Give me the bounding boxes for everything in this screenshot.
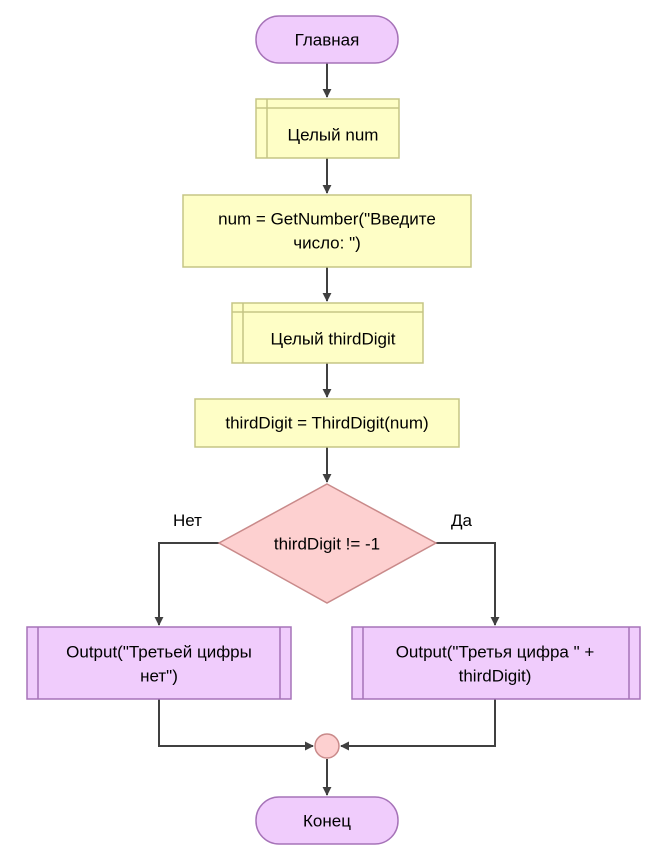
merge-connector[interactable] (314, 733, 340, 759)
declare-num-label: Целый num (288, 126, 379, 145)
assign-third-digit-shape (194, 398, 460, 448)
output-no-shape (26, 626, 292, 700)
edge-output-no-to-connector (158, 699, 314, 751)
output-yes-block[interactable]: Output("Третья цифра " + thirdDigit) (351, 626, 641, 700)
decision-label: thirdDigit != -1 (274, 535, 380, 554)
branch-label-yes: Да (451, 511, 473, 530)
declare-num-shape (255, 98, 400, 159)
end-terminal[interactable]: Конец (255, 796, 399, 845)
output-no-label-line1: Output("Третьей цифры (66, 643, 252, 662)
end-terminal-label: Конец (303, 812, 351, 831)
output-yes-label-line1: Output("Третья цифра " + (396, 643, 595, 662)
edge-decision-no-branch (154, 542, 219, 626)
decision-block[interactable]: thirdDigit != -1 (217, 483, 438, 604)
start-terminal-shape (255, 15, 399, 64)
end-terminal-shape (255, 796, 399, 845)
edge-output-yes-to-connector (340, 699, 496, 751)
start-terminal-label: Главная (295, 31, 360, 50)
decision-shape (217, 483, 438, 604)
assign-third-digit-block[interactable]: thirdDigit = ThirdDigit(num) (194, 398, 460, 448)
assign-num-block[interactable]: num = GetNumber("Введите число: ") (182, 194, 472, 268)
assign-num-label-line1: num = GetNumber("Введите (218, 210, 436, 229)
assign-num-shape (182, 194, 472, 268)
declare-num-block[interactable]: Целый num (255, 98, 400, 159)
output-no-label-line2: нет") (140, 667, 178, 686)
declare-third-digit-shape (231, 302, 424, 364)
output-no-block[interactable]: Output("Третьей цифры нет") (26, 626, 292, 700)
assign-third-digit-label: thirdDigit = ThirdDigit(num) (225, 414, 428, 433)
start-terminal[interactable]: Главная (255, 15, 399, 64)
declare-third-digit-label: Целый thirdDigit (271, 330, 396, 349)
branch-label-no: Нет (173, 511, 202, 530)
declare-third-digit-block[interactable]: Целый thirdDigit (231, 302, 424, 364)
output-yes-label-line2: thirdDigit) (459, 667, 532, 686)
edge-decision-yes-branch (436, 542, 500, 626)
assign-num-label-line2: число: ") (293, 234, 361, 253)
output-yes-shape (351, 626, 641, 700)
edges (154, 63, 500, 796)
